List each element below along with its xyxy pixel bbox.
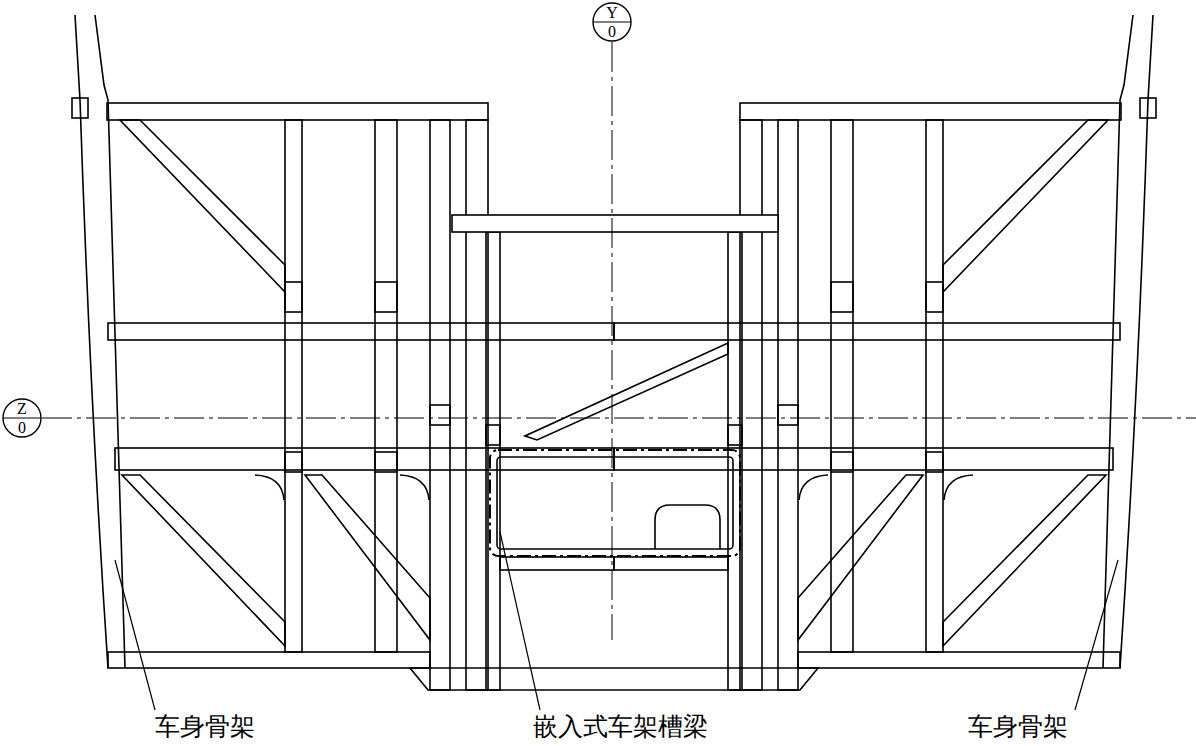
axis-circle: Z0 bbox=[2, 398, 42, 438]
z-axis bbox=[42, 418, 1196, 419]
axis-symbol: Y bbox=[592, 4, 632, 22]
diagonal-brace bbox=[525, 343, 728, 440]
right-half bbox=[614, 15, 1156, 690]
axis-circle: Y0 bbox=[592, 2, 632, 42]
leader-line bbox=[115, 560, 155, 710]
axis-symbol: 0 bbox=[2, 419, 42, 437]
channel-beam bbox=[490, 450, 740, 556]
leader-line bbox=[500, 532, 540, 710]
part-name: 车身骨架 bbox=[155, 712, 255, 742]
left-half bbox=[72, 15, 614, 690]
axis-symbol: 0 bbox=[592, 23, 632, 41]
leader-line bbox=[1075, 560, 1118, 710]
axis-symbol: Z bbox=[2, 400, 42, 418]
channel-beam-inner bbox=[497, 457, 733, 549]
y-axis bbox=[612, 42, 613, 640]
part-name: 车身骨架 bbox=[968, 712, 1068, 742]
cross-beam bbox=[452, 215, 778, 232]
cutout bbox=[655, 505, 720, 549]
part-name: 嵌入式车架槽梁 bbox=[533, 712, 708, 742]
